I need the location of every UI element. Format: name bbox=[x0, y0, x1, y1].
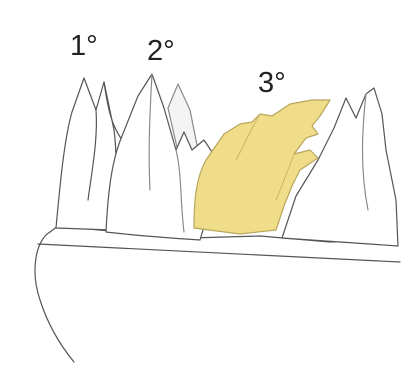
jaw-curve bbox=[35, 232, 74, 362]
first-label: 1° bbox=[70, 32, 98, 61]
second-label: 2° bbox=[147, 37, 175, 66]
third-label: 3° bbox=[258, 69, 286, 98]
